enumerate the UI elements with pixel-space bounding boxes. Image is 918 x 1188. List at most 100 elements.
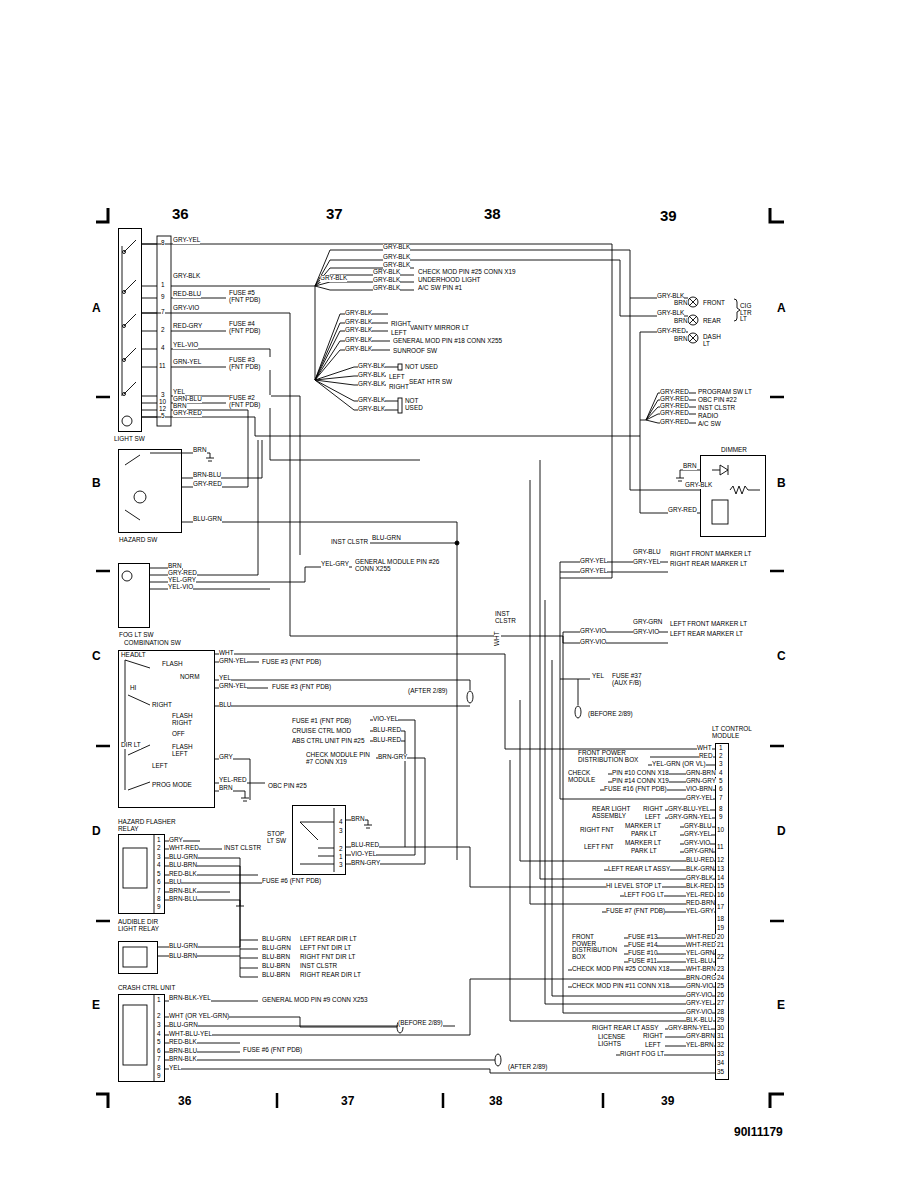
wire-label: BLU-GRN: [169, 1022, 198, 1029]
wire-label: BRN: [674, 300, 688, 307]
wire-label: ABS CTRL UNIT PIN #25: [292, 738, 364, 745]
pin-number: 1: [719, 745, 723, 752]
wire-line: [630, 298, 760, 494]
wire-connector: [215, 654, 715, 749]
wire-label: YEL: [169, 1065, 181, 1072]
component-name: HAZARD FLASHER RELAY: [118, 818, 188, 832]
wire-label: FRONT: [703, 300, 725, 307]
wire-label: GRY-YEL: [580, 558, 607, 565]
switch-box: FOG LT SW: [118, 563, 150, 628]
wire-label: YEL: [219, 675, 231, 682]
wire-label: FLASH LEFT: [172, 744, 198, 757]
wire-label: GENERAL MOD PIN #18 CONN X255: [393, 338, 502, 345]
wire-label: BLU-BRN: [262, 963, 290, 970]
grid-reference: 38: [484, 206, 501, 222]
grid-reference: 36: [172, 206, 189, 222]
wire-label: (AFTER 2/89): [408, 688, 447, 695]
wire-label: FUSE #16 (FNT PDB): [604, 786, 667, 793]
wire-label: FLASH RIGHT: [172, 713, 198, 726]
wire-label: GRY-BLK: [345, 319, 372, 326]
wire-label: LEFT: [645, 814, 661, 821]
pin-number: 19: [717, 925, 724, 932]
wire-label: SUNROOF SW: [393, 348, 437, 355]
wire-label: LEFT: [645, 1042, 661, 1049]
wire-label: PROGRAM SW LT: [698, 389, 752, 396]
pin-number: 7: [157, 1056, 161, 1063]
wire-label: GRN-YEL: [173, 359, 201, 366]
wire-label: CHECK MOD PIN #11 CONN X18: [572, 983, 669, 990]
grid-reference: 36: [178, 1095, 191, 1108]
wire-label: GRY-BLK: [686, 875, 713, 882]
wire-line: [640, 332, 696, 436]
pin-number: 32: [717, 1042, 724, 1049]
pin-number: 7: [161, 309, 165, 316]
wire-label: GRY: [169, 837, 183, 844]
wire-connector: [142, 417, 700, 513]
bulb-symbol: [122, 571, 132, 581]
wire-label: BRN-GRY: [378, 754, 407, 761]
wire-label: RIGHT: [643, 806, 663, 813]
wire-label: GRY-VIO: [686, 1009, 712, 1016]
wire-label: FUSE #3 (FNT PDB): [262, 659, 321, 666]
wire-label: (AFTER 2/89): [508, 1064, 547, 1071]
bulb-symbol: [455, 541, 459, 545]
grid-reference: A: [777, 302, 786, 315]
wire-label: WHT-RED: [169, 845, 199, 852]
wire-label: DASH LT: [703, 334, 725, 347]
wire-label: GENERAL MOD PIN #9 CONN X253: [262, 997, 368, 1004]
pin-number: 34: [717, 1060, 724, 1067]
pin-number: 5: [719, 778, 723, 785]
wire-label: RIGHT: [389, 384, 409, 391]
dimmer-box: DIMMER: [700, 455, 766, 537]
component-outline: [123, 1005, 147, 1065]
wire-line: [96, 397, 784, 1108]
wire-label: YEL: [592, 673, 604, 680]
wire-label: GRY-RED: [657, 328, 686, 335]
wire-label: YEL-VIO: [168, 584, 193, 591]
pin-number: 6: [157, 1048, 161, 1055]
component-name: HAZARD SW: [119, 536, 157, 543]
switch-box: LIGHT SW: [118, 228, 142, 432]
wire-label: VIO-YEL: [373, 716, 398, 723]
pin-number: 25: [717, 983, 724, 990]
wire-label: GRY-VIO: [173, 305, 199, 312]
wire-label: GRY-BLK: [383, 262, 410, 269]
pin-number: 13: [717, 866, 724, 873]
pin-number: 5: [157, 1039, 161, 1046]
wire-label: BRN: [219, 785, 233, 792]
wire-label: GRY-BLK: [373, 277, 400, 284]
wire-label: OBC PIN #22: [698, 397, 737, 404]
wire-connector: [158, 858, 240, 947]
wire-label: YEL: [173, 389, 185, 396]
grid-reference: D: [777, 825, 786, 838]
wire-label: NOT USED: [405, 364, 438, 371]
wire-label: REAR LIGHT ASSEMBLY: [592, 806, 638, 819]
pin-number: 2: [161, 327, 165, 334]
component-name: FOG LT SW: [119, 631, 154, 638]
wire-label: WHT: [697, 745, 712, 752]
wire-label: YEL-GRY: [168, 577, 196, 584]
wire-label: REAR: [703, 318, 721, 325]
wire-label: INST CLSTR: [300, 963, 337, 970]
wire-label: GRY-YEL: [580, 568, 607, 575]
wire-label: BLU: [219, 702, 231, 709]
wire-label: PARK LT: [631, 831, 657, 838]
wire-label: DIR LT: [121, 742, 141, 749]
pin-number: 7: [157, 888, 161, 895]
wire-line: [96, 208, 108, 222]
wire-line: [142, 244, 157, 417]
pin-number: 10: [717, 827, 724, 834]
wire-connector: [142, 313, 715, 1013]
wire-label: GRY-RED: [668, 507, 697, 514]
wire-label: LEFT FOG LT: [624, 892, 664, 899]
wire-label: FLASH: [162, 661, 183, 668]
wire-label: GRY-BLK: [373, 269, 400, 276]
wire-label: (BEFORE 2/89): [588, 711, 633, 718]
wire-label: WHT-RED: [686, 934, 716, 941]
wire-line: [96, 1094, 108, 1108]
wire-label: BLU-BRN: [262, 954, 290, 961]
wire-label: GRY-BLK: [373, 285, 400, 292]
pin-number: 4: [157, 862, 161, 869]
wire-label: OFF: [172, 731, 185, 738]
wire-label: RED-BLU: [173, 291, 201, 298]
